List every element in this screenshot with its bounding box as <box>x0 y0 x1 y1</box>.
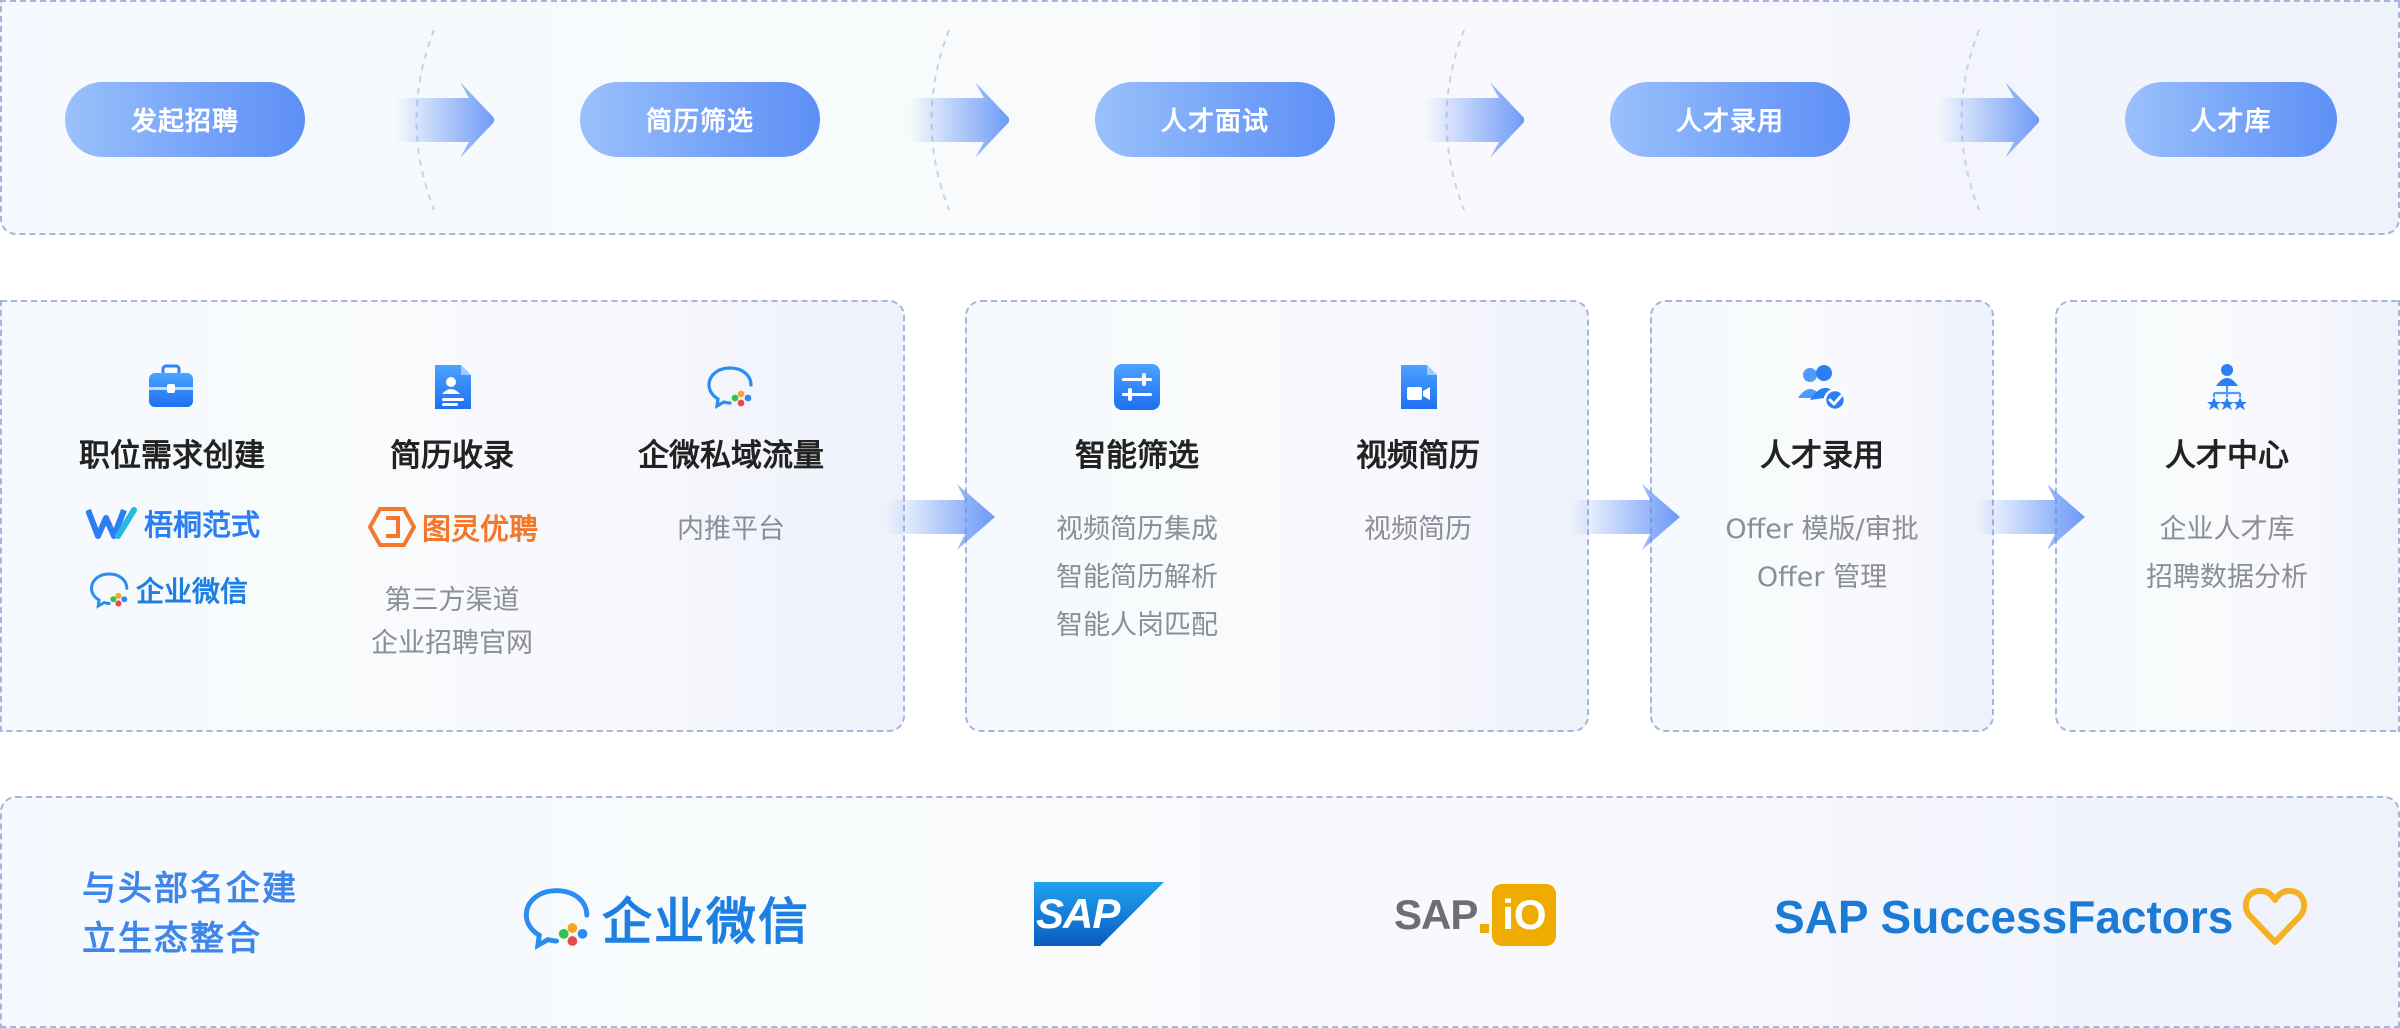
wecom-logo-large: 企业微信 <box>522 878 810 958</box>
sapio-logo: SAP iO <box>1394 884 1557 946</box>
video-file-icon <box>1401 365 1437 409</box>
video-resume-line: 视频简历 <box>1364 514 1472 545</box>
turing-hexagon-icon <box>368 507 416 547</box>
successfactors-logo: SAP SuccessFactors <box>1774 884 2308 950</box>
wecom-chat-icon <box>90 572 129 609</box>
talent-center-line: 招聘数据分析 <box>2146 562 2308 593</box>
talent-center-line: 企业人才库 <box>2159 514 2295 545</box>
step-arrow-icon <box>885 484 995 550</box>
card-title-smart-screening: 智能筛选 <box>1075 438 1199 474</box>
wecom-logo-text: 企业微信 <box>136 575 249 608</box>
sapio-left-text: SAP <box>1394 891 1478 938</box>
wecom-traffic-line: 内推平台 <box>677 514 785 545</box>
talent-network-icon <box>2207 364 2247 410</box>
heart-icon <box>2243 887 2308 945</box>
wecom-chat-icon <box>523 888 590 950</box>
card-title-wecom-traffic: 企微私域流量 <box>638 438 824 474</box>
sapio-right-badge: iO <box>1492 884 1557 946</box>
resume-document-icon <box>435 365 471 409</box>
card-title-job-creation: 职位需求创建 <box>79 438 265 474</box>
flow-step-screening[interactable]: 简历筛选 <box>580 82 820 157</box>
wecom-logo-small: 企业微信 <box>88 569 278 611</box>
users-check-icon <box>1798 365 1847 412</box>
resume-channel-line: 企业招聘官网 <box>371 628 533 659</box>
flow-step-hiring[interactable]: 人才录用 <box>1610 82 1850 157</box>
card-title-talent-center: 人才中心 <box>2165 438 2289 474</box>
smart-screening-line: 智能简历解析 <box>1056 562 1218 593</box>
successfactors-text: SAP SuccessFactors <box>1774 891 2234 943</box>
turing-logo-text: 图灵优聘 <box>422 512 539 546</box>
card-title-video-resume: 视频简历 <box>1356 438 1480 474</box>
smart-screening-line: 视频简历集成 <box>1056 514 1218 545</box>
wutong-logo: 梧桐范式 <box>86 503 276 543</box>
briefcase-icon <box>149 364 193 407</box>
flow-arrow-icon <box>1939 30 2039 210</box>
wecom-chat-icon <box>707 366 753 410</box>
sliders-icon <box>1114 364 1160 410</box>
flow-step-talent-pool[interactable]: 人才库 <box>2125 82 2337 157</box>
wecom-logo-large-text: 企业微信 <box>602 893 810 951</box>
flow-arrow-icon <box>394 30 494 210</box>
hiring-line: Offer 模版/审批 <box>1725 514 1919 545</box>
step-arrow-icon <box>1975 484 2085 550</box>
step-arrow-icon <box>1570 484 1680 550</box>
resume-channel-line: 第三方渠道 <box>384 585 520 616</box>
card-title-hiring: 人才录用 <box>1760 438 1884 474</box>
partner-heading-line: 与头部名企建 <box>82 869 298 909</box>
smart-screening-line: 智能人岗匹配 <box>1056 610 1218 641</box>
recruitment-flow-panel: 发起招聘 简历筛选 人才面试 人才录用 人才库 <box>0 0 2400 235</box>
flow-step-initiate[interactable]: 发起招聘 <box>65 82 305 157</box>
sap-logo <box>1034 882 1164 946</box>
flow-step-interview[interactable]: 人才面试 <box>1095 82 1335 157</box>
hiring-line: Offer 管理 <box>1756 562 1888 593</box>
partners-panel: 与头部名企建 立生态整合 企业微信 SAP SAP iO SAP Success… <box>0 796 2400 1028</box>
flow-arrow-icon <box>1424 30 1524 210</box>
wutong-logo-text: 梧桐范式 <box>144 508 261 542</box>
flow-arrow-icon <box>909 30 1009 210</box>
card-title-resume-intake: 简历收录 <box>390 438 514 474</box>
turing-logo: 图灵优聘 <box>368 506 548 548</box>
sapio-dot <box>1480 923 1490 933</box>
wutong-logo-icon <box>86 507 137 539</box>
sap-logo-text: SAP <box>1036 890 1120 937</box>
partner-heading-line: 立生态整合 <box>82 919 262 959</box>
